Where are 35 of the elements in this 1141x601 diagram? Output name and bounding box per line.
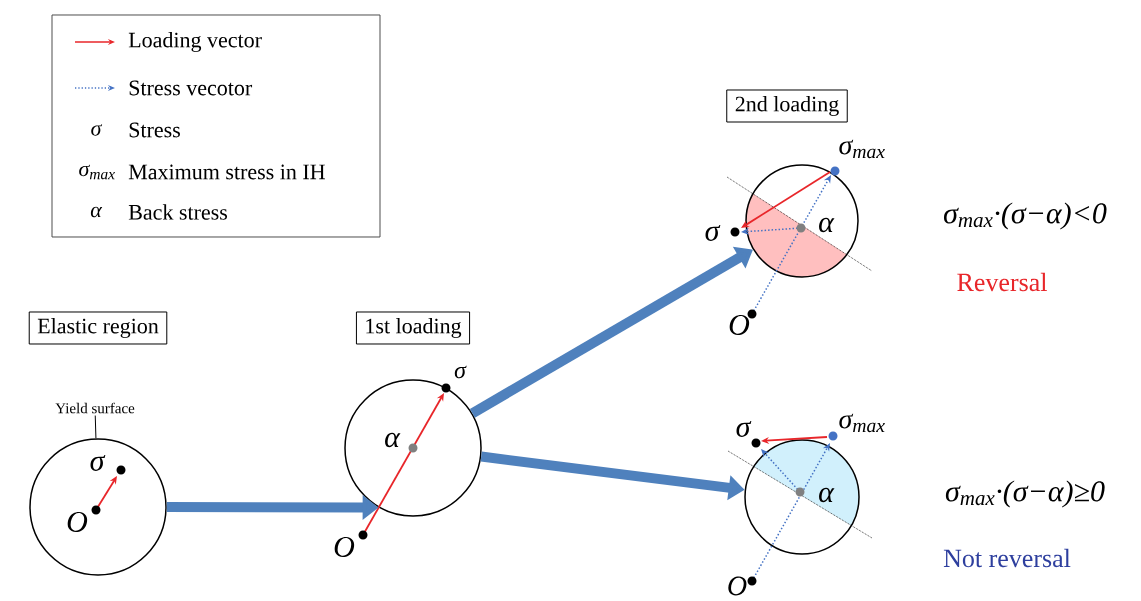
symbol-label: σ$_{max}$ (839, 413, 885, 433)
result-label: Reversal (957, 272, 1047, 292)
title-box: Elastic region (28, 311, 168, 345)
symbol-label: α (90, 206, 103, 218)
legend-text: Back stress (128, 204, 227, 220)
symbol-label: σ$_{max}$ (79, 164, 115, 180)
legend-text: Loading vector (128, 32, 262, 52)
symbol-label: α (385, 432, 401, 448)
symbol-label: σ (91, 124, 103, 136)
yield-surface-circle (344, 379, 482, 517)
legend-text: Stress vecotor (129, 80, 253, 96)
symbol-label: σ (454, 365, 467, 379)
leader-line (94, 415, 97, 439)
leader-label: Yield surface (55, 402, 135, 414)
yield-surface-circle (29, 438, 167, 576)
yield-surface-circle (745, 164, 859, 278)
block-arrow (469, 246, 753, 418)
symbol-label: σ (736, 421, 752, 437)
symbol-label: α (819, 487, 835, 503)
result-label: Not reversal (943, 548, 1071, 568)
symbol-label: σ (90, 455, 106, 471)
legend-text: Stress (129, 122, 180, 138)
formula-label: σ$_{max}$·(σ−α)≥0 (945, 480, 1105, 508)
symbol-label: O (729, 314, 750, 336)
title-box: 1st loading (355, 311, 471, 345)
symbol-label: O (728, 576, 747, 596)
legend-text: Maximum stress in IH (128, 164, 325, 180)
symbol-label: σ$_{max}$ (839, 139, 885, 159)
title-box: 2nd loading (726, 89, 848, 123)
symbol-label: O (334, 536, 355, 558)
symbol-label: σ (705, 225, 721, 241)
symbol-label: O (67, 511, 88, 533)
formula-label: σ$_{max}$·(σ−α)<0 (944, 202, 1107, 230)
yield-surface-circle (744, 439, 860, 555)
symbol-label: α (819, 217, 835, 233)
